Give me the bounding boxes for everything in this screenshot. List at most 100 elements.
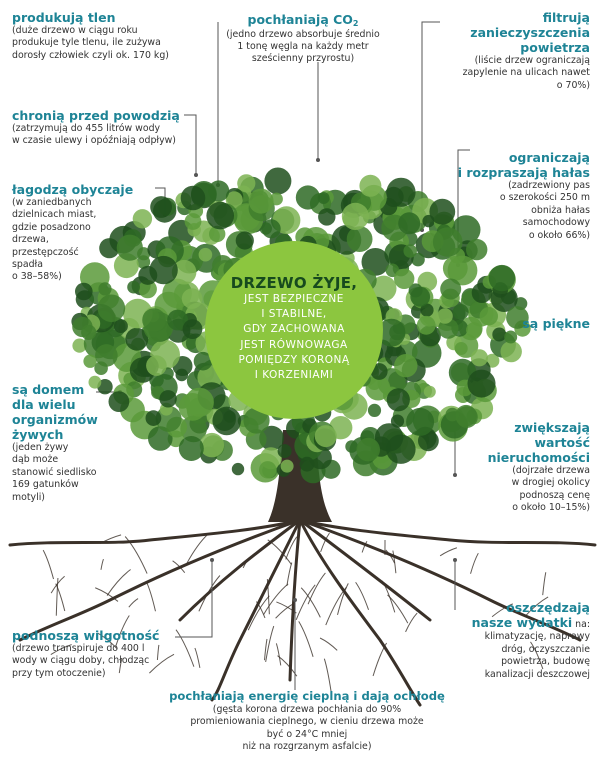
tree-rootlet — [319, 637, 338, 651]
label-property-value-desc: (dojrzałe drzewa — [512, 465, 590, 476]
tree-foliage — [178, 436, 204, 461]
leader-line — [175, 560, 213, 638]
leader-dot — [194, 173, 198, 177]
label-cooling-desc: niż na rozgrzanym asfalcie) — [242, 741, 372, 753]
tree-foliage — [386, 177, 416, 207]
label-property-value-desc: o około 10–15%) — [512, 502, 590, 514]
tree-root — [288, 518, 302, 682]
tree-foliage — [225, 191, 243, 209]
label-co2-title: pochłaniają CO2 — [218, 12, 388, 29]
tree-foliage — [370, 363, 388, 380]
tree-foliage — [277, 444, 292, 459]
tree-foliage — [248, 188, 274, 214]
tree-rootlet — [355, 581, 370, 610]
tree-foliage — [370, 275, 397, 302]
label-savings-suffix: na: — [572, 619, 590, 630]
tree-foliage — [346, 226, 373, 253]
center-line: GDY ZACHOWANA — [243, 323, 345, 336]
tree-foliage — [445, 407, 460, 422]
tree-rootlet — [275, 602, 296, 619]
tree-foliage — [72, 338, 87, 353]
tree-foliage — [212, 406, 241, 436]
tree-rootlet — [255, 601, 266, 619]
leader-dot — [453, 558, 457, 562]
tree-rootlet — [337, 583, 349, 615]
tree-rootlet — [372, 642, 387, 677]
tree-rootlet — [175, 629, 195, 667]
tree-foliage — [359, 174, 382, 197]
label-property-value-desc: w drogiej okolicy — [511, 477, 590, 489]
tree-foliage — [113, 319, 128, 334]
tree-foliage — [243, 407, 270, 434]
tree-rootlet — [320, 532, 330, 553]
tree-foliage — [452, 304, 469, 320]
label-manners: łagodzą obyczaje (w zaniedbanych dzielni… — [12, 182, 133, 284]
tree-foliage — [437, 308, 453, 324]
tree-rootlet — [247, 595, 270, 631]
tree-foliage — [264, 167, 292, 195]
tree-foliage — [181, 288, 203, 309]
tree-foliage — [408, 283, 423, 298]
label-cooling-desc: być o 24°C mniej — [266, 728, 348, 740]
leader-dot — [316, 158, 320, 162]
label-noise: ograniczają i rozpraszają hałas (zadrzew… — [440, 150, 590, 242]
tree-foliage — [504, 330, 518, 344]
tree-rootlet — [392, 550, 397, 574]
label-co2-title-text: pochłaniają CO — [247, 12, 353, 27]
tree-rootlet — [194, 647, 201, 668]
tree-foliage — [394, 354, 418, 378]
tree-foliage — [95, 344, 118, 367]
label-flood-desc: w czasie ulewy i opóźniają odpływ) — [12, 135, 176, 147]
tree-rootlet — [106, 569, 131, 596]
label-savings-desc: dróg, oczyszczanie — [501, 643, 590, 655]
tree-foliage — [209, 225, 226, 243]
label-filter: filtrują zanieczyszczenia powietrza (liś… — [440, 10, 590, 92]
label-filter-title: powietrza — [520, 40, 590, 55]
label-oxygen-title: produkują tlen — [12, 10, 116, 25]
tree-foliage — [403, 244, 418, 258]
tree-foliage — [280, 459, 294, 473]
tree-foliage — [98, 282, 112, 296]
tree-rootlet — [307, 572, 326, 605]
tree-foliage — [231, 462, 245, 476]
tree-foliage — [261, 219, 281, 239]
tree-rootlet — [405, 612, 418, 633]
label-noise-title: i rozpraszają hałas — [457, 165, 590, 180]
tree-foliage — [175, 368, 189, 382]
label-savings-desc: kanalizacji deszczowej — [484, 668, 590, 680]
tree-foliage — [72, 316, 93, 338]
tree-rootlet — [385, 549, 396, 564]
tree-foliage — [208, 180, 230, 202]
label-habitat-desc: (jeden żywy — [12, 442, 69, 453]
label-humidity-title: podnoszą wilgotność — [12, 628, 160, 643]
label-cooling-desc: promieniowania cieplnego, w cieniu drzew… — [190, 716, 424, 728]
label-noise-desc: o około 66%) — [528, 229, 590, 241]
tree-foliage — [470, 349, 488, 367]
tree-rootlet — [186, 533, 209, 565]
tree-root — [210, 518, 302, 702]
center-line: I STABILNE, — [261, 308, 327, 321]
label-cooling-title: pochłaniają energię cieplną i dają ochło… — [169, 689, 445, 703]
tree-foliage — [341, 202, 369, 230]
tree-rootlet — [300, 587, 321, 618]
tree-foliage — [406, 407, 435, 436]
label-habitat-title: organizmów — [12, 412, 98, 427]
tree-rootlet — [242, 558, 250, 569]
tree-foliage — [148, 426, 173, 451]
center-line: I KORZENIAMI — [254, 369, 334, 382]
tree-rootlet — [95, 587, 119, 602]
center-circle: DRZEWO ŻYJE, JEST BEZPIECZNE I STABILNE,… — [205, 241, 383, 419]
tree-foliage — [295, 185, 320, 210]
tree-foliage — [317, 192, 330, 204]
tree-foliage — [416, 315, 436, 335]
tree-foliage — [88, 375, 102, 389]
tree-foliage — [420, 303, 434, 317]
label-habitat-desc: stanowić siedlisko — [12, 466, 97, 478]
tree-foliage — [193, 351, 213, 371]
tree-foliage — [198, 247, 213, 262]
tree-foliage — [206, 201, 234, 230]
tree-foliage — [447, 255, 478, 286]
label-flood-desc: (zatrzymują do 455 litrów wody — [12, 123, 161, 134]
label-manners-desc: drzewa, — [12, 234, 49, 246]
